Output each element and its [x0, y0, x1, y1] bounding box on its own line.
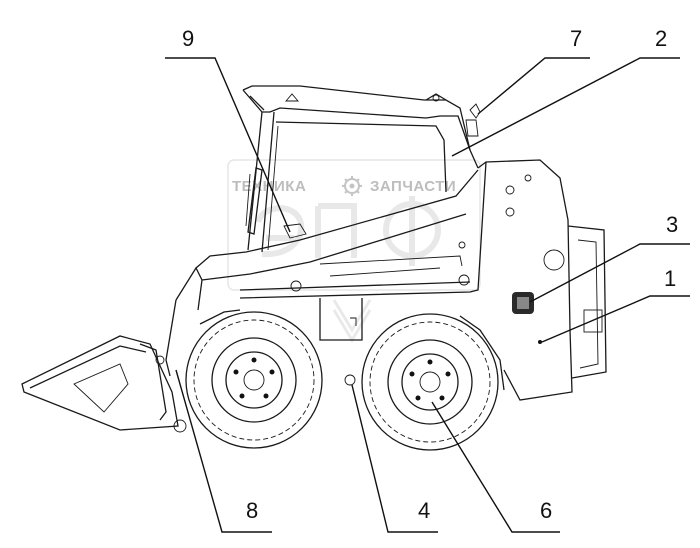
leader-6 [431, 401, 560, 533]
leader-2 [451, 57, 680, 157]
watermark-right-text: ЗАПЧАСТИ [370, 178, 456, 195]
leader-8 [175, 369, 272, 533]
front-wheel [185, 311, 323, 449]
leader-4 [351, 384, 438, 533]
component-4-drain [344, 374, 356, 386]
watermark-left-text: ТЕХНИКА [232, 178, 306, 195]
callout-9: 9 [182, 26, 194, 51]
callout-4: 4 [418, 498, 430, 523]
lift-arm [165, 169, 479, 377]
bucket [21, 335, 187, 433]
leader-lines [165, 57, 690, 533]
leader-7 [477, 57, 590, 115]
gear-icon [342, 176, 362, 196]
callout-3: 3 [666, 212, 678, 237]
cab [242, 85, 481, 253]
callout-6: 6 [540, 498, 552, 523]
leader-3 [529, 243, 690, 303]
body-frame [199, 159, 607, 401]
callout-8: 8 [246, 498, 258, 523]
callouts: 9 7 2 3 1 8 4 6 [182, 26, 678, 523]
leader-9 [165, 57, 291, 233]
leader-1 [541, 295, 690, 343]
callout-2: 2 [655, 26, 667, 51]
rear-wheel [361, 313, 499, 451]
callout-7: 7 [570, 26, 582, 51]
callout-1: 1 [664, 266, 676, 291]
